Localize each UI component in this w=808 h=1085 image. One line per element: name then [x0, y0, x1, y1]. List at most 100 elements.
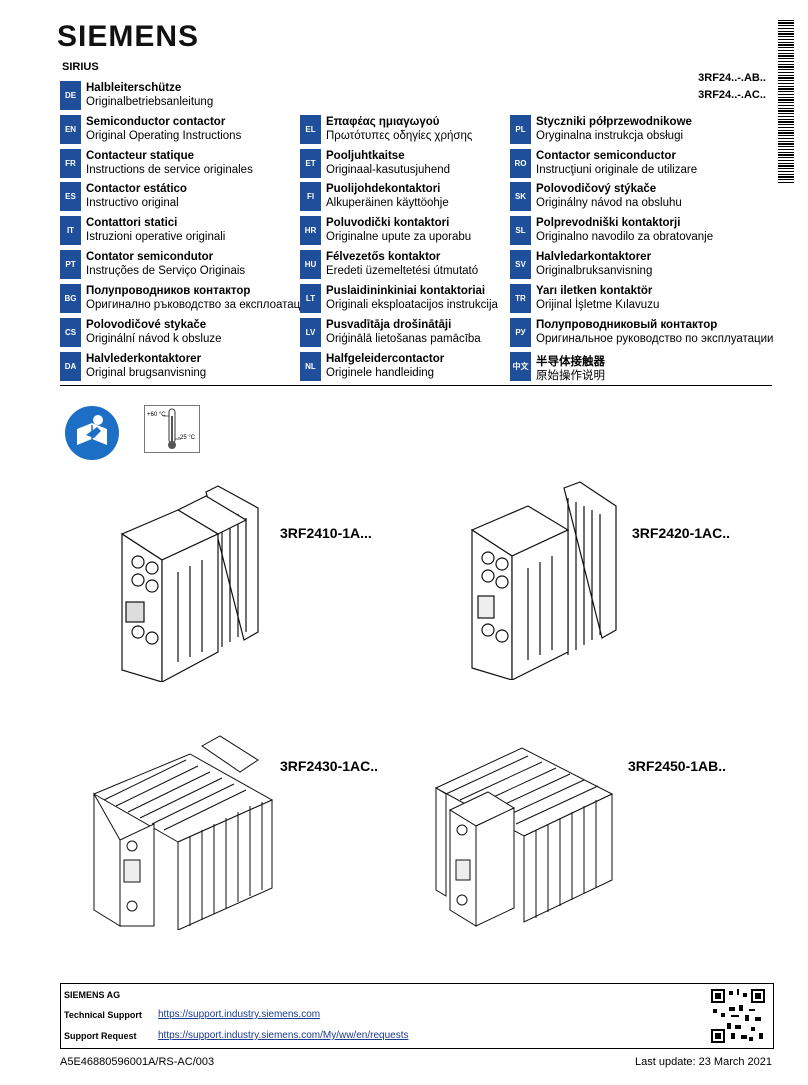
- document-number: A5E46880596001A/RS-AC/003: [60, 1056, 215, 1068]
- language-title: Halfgeleidercontactor: [326, 353, 445, 365]
- language-code: FR: [60, 149, 81, 178]
- language-title: Halvledarkontaktorer: [536, 251, 652, 263]
- product-label: 3RF2450-1AB..: [628, 758, 727, 774]
- language-subtitle: Originálny návod na obsluhu: [536, 197, 682, 209]
- language-title: Полупроводниковый контактор: [536, 319, 718, 331]
- language-code: PT: [60, 250, 81, 279]
- product-image-3rf2420: [468, 480, 620, 681]
- language-subtitle: Orijinal İşletme Kılavuzu: [536, 299, 660, 311]
- language-title: Puslaidininkiniai kontaktoriai: [326, 285, 486, 297]
- language-subtitle: Oriģinālā lietošanas pamācība: [326, 333, 481, 345]
- product-label: 3RF2430-1AC..: [280, 758, 379, 774]
- language-code: SV: [510, 250, 531, 279]
- siemens-logo: SIEMENS: [57, 20, 200, 53]
- model-ac: 3RF24..-.AC..: [698, 89, 766, 101]
- language-subtitle: Instrucţiuni originale de utilizare: [536, 164, 698, 176]
- language-title: Polprevodniški kontaktorji: [536, 217, 681, 229]
- language-code: HU: [300, 250, 321, 279]
- language-title: Полупроводников контактор: [86, 285, 251, 297]
- language-title: Pooljuhtkaitse: [326, 150, 405, 162]
- barcode-graphic: [778, 20, 794, 185]
- language-code: PL: [510, 115, 531, 144]
- language-code: FI: [300, 182, 321, 211]
- language-code: BG: [60, 284, 81, 313]
- language-title: 半导体接触器: [536, 356, 605, 368]
- language-subtitle: Original Operating Instructions: [86, 130, 242, 142]
- product-image-3rf2410: [118, 482, 268, 684]
- product-series: SIRIUS: [62, 61, 99, 73]
- language-title: Poluvodički kontaktori: [326, 217, 450, 229]
- language-subtitle: Instruções de Serviço Originais: [86, 265, 246, 277]
- language-title: Félvezetős kontaktor: [326, 251, 441, 263]
- product-image-3rf2450: [432, 730, 617, 930]
- technical-support-link[interactable]: https://support.industry.siemens.com: [158, 1009, 321, 1020]
- language-subtitle: Originalne upute za uporabu: [326, 231, 472, 243]
- temperature-range-icon: +60 °C -25 °C: [144, 405, 200, 453]
- language-code: EN: [60, 115, 81, 144]
- language-code: DA: [60, 352, 81, 381]
- language-subtitle: Instructions de service originales: [86, 164, 253, 176]
- language-code: DE: [60, 81, 81, 110]
- contact-box: [60, 983, 774, 1049]
- temperature-min: -25 °C: [178, 435, 196, 441]
- product-label: 3RF2410-1A...: [280, 525, 372, 541]
- language-code: ES: [60, 182, 81, 211]
- language-subtitle: Istruzioni operative originali: [86, 231, 226, 243]
- language-title: Semiconductor contactor: [86, 116, 226, 128]
- model-list: 3RF24..-.AB.. 3RF24..-.AC..: [698, 70, 766, 104]
- language-title: Styczniki półprzewodnikowe: [536, 116, 692, 128]
- language-code: 中文: [510, 352, 531, 381]
- qr-code: [711, 989, 765, 1043]
- language-subtitle: Оригинальное руководство по эксплуатации: [536, 333, 774, 345]
- language-subtitle: Original brugsanvisning: [86, 367, 207, 379]
- language-title: Contattori statici: [86, 217, 178, 229]
- language-code: NL: [300, 352, 321, 381]
- language-subtitle: Originalbruksanvisning: [536, 265, 653, 277]
- language-subtitle: Oryginalna instrukcja obsługi: [536, 130, 684, 142]
- language-title: Contator semicondutor: [86, 251, 214, 263]
- language-title: Contactor semiconductor: [536, 150, 676, 162]
- language-code: ET: [300, 149, 321, 178]
- product-label: 3RF2420-1AC..: [632, 525, 731, 541]
- language-subtitle: Originaal-kasutusjuhend: [326, 164, 451, 176]
- language-subtitle: Оригинално ръководство за експлоатация: [86, 299, 313, 311]
- support-request-link[interactable]: https://support.industry.siemens.com/My/…: [158, 1030, 409, 1041]
- language-subtitle: Originální návod k obsluze: [86, 333, 222, 345]
- language-code: IT: [60, 216, 81, 245]
- language-subtitle: Originalbetriebsanleitung: [86, 96, 214, 108]
- temperature-max: +60 °C: [147, 412, 166, 418]
- language-code: RO: [510, 149, 531, 178]
- language-code: SK: [510, 182, 531, 211]
- language-subtitle: Originali eksploatacijos instrukcija: [326, 299, 498, 311]
- language-title: Puolijohdekontaktori: [326, 183, 441, 195]
- language-title: Polovodičový stýkače: [536, 183, 657, 195]
- language-subtitle: Originalno navodilo za obratovanje: [536, 231, 714, 243]
- section-divider: [60, 385, 772, 386]
- language-code: CS: [60, 318, 81, 347]
- language-subtitle: 原始操作说明: [536, 370, 605, 382]
- language-subtitle: Originele handleiding: [326, 367, 435, 379]
- language-code: РУ: [510, 318, 531, 347]
- language-title: Halbleiterschütze: [86, 82, 182, 94]
- language-code: SL: [510, 216, 531, 245]
- language-subtitle: Eredeti üzemeltetési útmutató: [326, 265, 479, 277]
- language-title: Yarı iletken kontaktör: [536, 285, 653, 297]
- technical-support-label: Technical Support: [64, 1010, 142, 1020]
- language-subtitle: Πρωτότυπες οδηγίες χρήσης: [326, 130, 473, 142]
- language-code: HR: [300, 216, 321, 245]
- language-code: LT: [300, 284, 321, 313]
- language-title: Επαφέας ημιαγωγού: [326, 116, 440, 128]
- language-title: Halvlederkontaktorer: [86, 353, 202, 365]
- language-subtitle: Instructivo original: [86, 197, 179, 209]
- language-code: TR: [510, 284, 531, 313]
- read-manual-icon: [64, 405, 120, 461]
- language-code: LV: [300, 318, 321, 347]
- language-title: Pusvadītāja drošinātāji: [326, 319, 452, 331]
